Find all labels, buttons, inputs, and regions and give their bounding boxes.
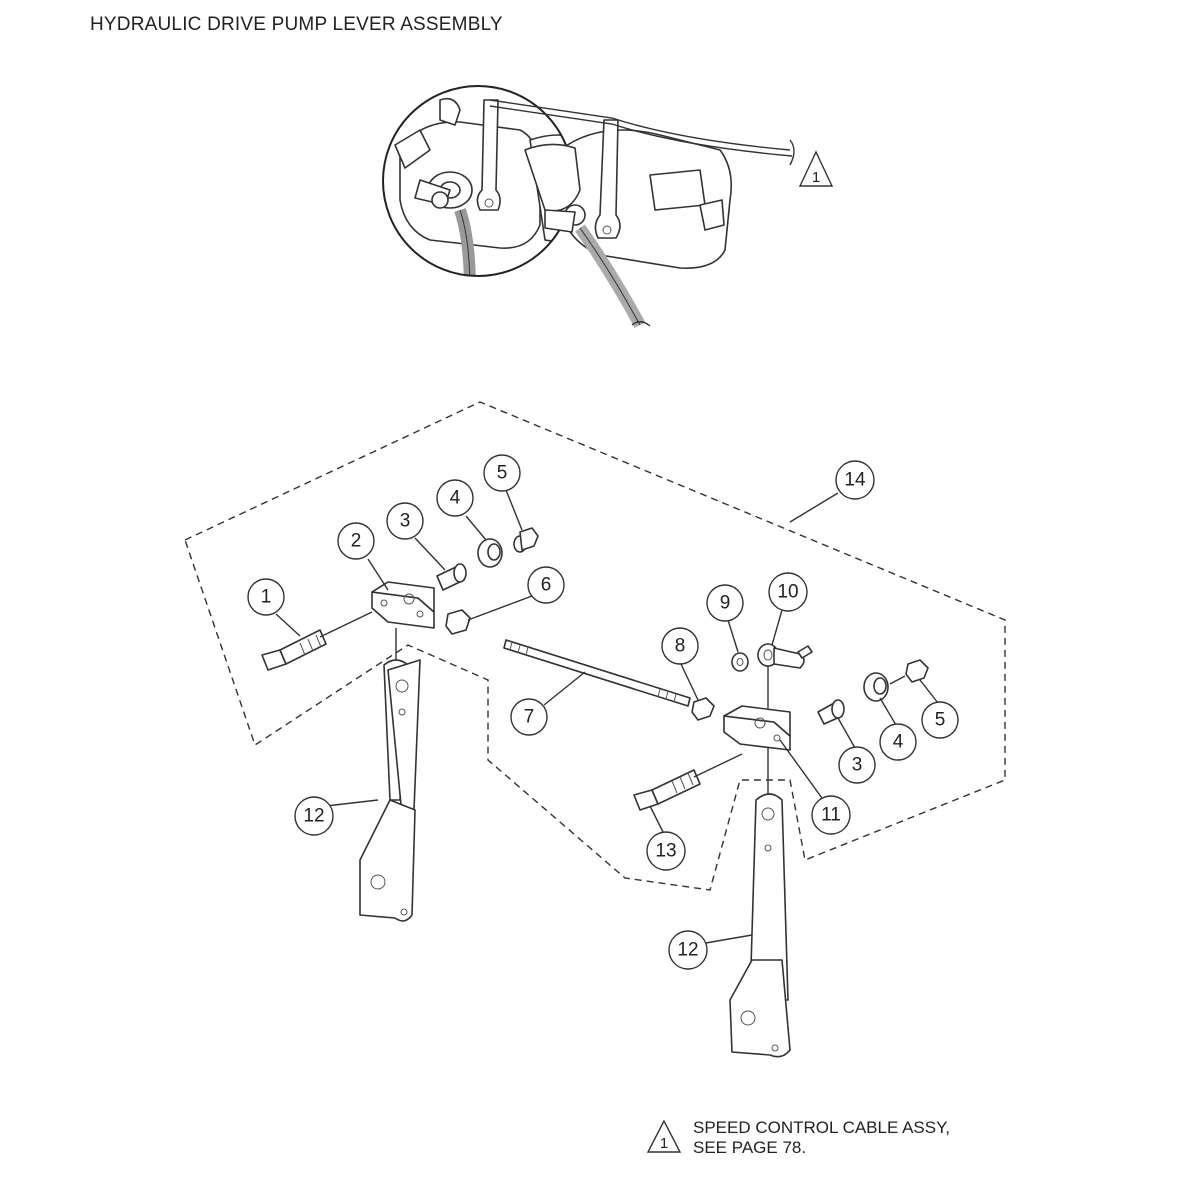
callout-12-left: 12 [294, 796, 334, 836]
callout-12-label: 12 [303, 806, 324, 827]
callout-4-label: 4 [450, 488, 461, 509]
callout-13-label: 13 [655, 841, 676, 862]
page-title: HYDRAULIC DRIVE PUMP LEVER ASSEMBLY [90, 14, 503, 35]
note-clip: SPEED CONTROL CABLE ASSY, SEE PAGE 78. [680, 1114, 1000, 1160]
callout-10: 10 [768, 572, 808, 612]
right-lever-assembly [633, 643, 929, 1058]
callout-3-right: 3 [838, 746, 876, 784]
callout-4-right: 4 [879, 723, 917, 761]
callout-14: 14 [835, 460, 875, 500]
callout-13: 13 [646, 831, 686, 871]
callout-5-label: 5 [497, 463, 508, 484]
center-linkage [503, 639, 715, 721]
callout-4-right-label: 4 [893, 732, 904, 753]
callout-4-left: 4 [436, 479, 474, 517]
callout-11: 11 [811, 795, 851, 835]
callout-1-label: 1 [261, 587, 272, 608]
callout-12-right-label: 12 [677, 940, 698, 961]
callout-12-right: 12 [668, 930, 708, 970]
detail-inset: 1 [382, 85, 834, 328]
callout-7-label: 7 [524, 707, 535, 728]
callout-7: 7 [510, 698, 548, 736]
note-marker: 1 [646, 1119, 682, 1153]
left-lever-assembly [261, 527, 539, 922]
callout-9: 9 [706, 584, 744, 622]
callout-8-label: 8 [675, 636, 686, 657]
callout-5-right-label: 5 [935, 710, 946, 731]
assembly-boundary-outline [184, 401, 1006, 891]
callout-5-right: 5 [921, 701, 959, 739]
callout-3-left: 3 [386, 502, 424, 540]
callout-5-left: 5 [483, 454, 521, 492]
callout-6-label: 6 [541, 575, 552, 596]
callout-3-right-label: 3 [852, 755, 863, 776]
callout-3-label: 3 [400, 511, 411, 532]
callout-14-label: 14 [844, 470, 866, 491]
note-line-2: SEE PAGE 78. [693, 1138, 807, 1157]
callout-1: 1 [247, 578, 285, 616]
callout-markers: 1 2 3 4 5 6 7 8 9 10 11 3 4 5 12 13 12 1… [247, 454, 959, 970]
callout-2-label: 2 [351, 531, 362, 552]
callout-10-label: 10 [777, 582, 798, 603]
note-text: SPEED CONTROL CABLE ASSY, SEE PAGE 78. [693, 1118, 950, 1158]
note-marker-bottom-text: 1 [660, 1135, 668, 1152]
callout-11-label: 11 [821, 805, 841, 826]
callout-6: 6 [527, 566, 565, 604]
callout-8: 8 [661, 627, 699, 665]
leader-lines [275, 489, 939, 945]
note-marker-text: 1 [812, 169, 820, 186]
note-line-1: SPEED CONTROL CABLE ASSY, [693, 1118, 950, 1137]
callout-9-label: 9 [720, 593, 731, 614]
callout-2: 2 [337, 522, 375, 560]
